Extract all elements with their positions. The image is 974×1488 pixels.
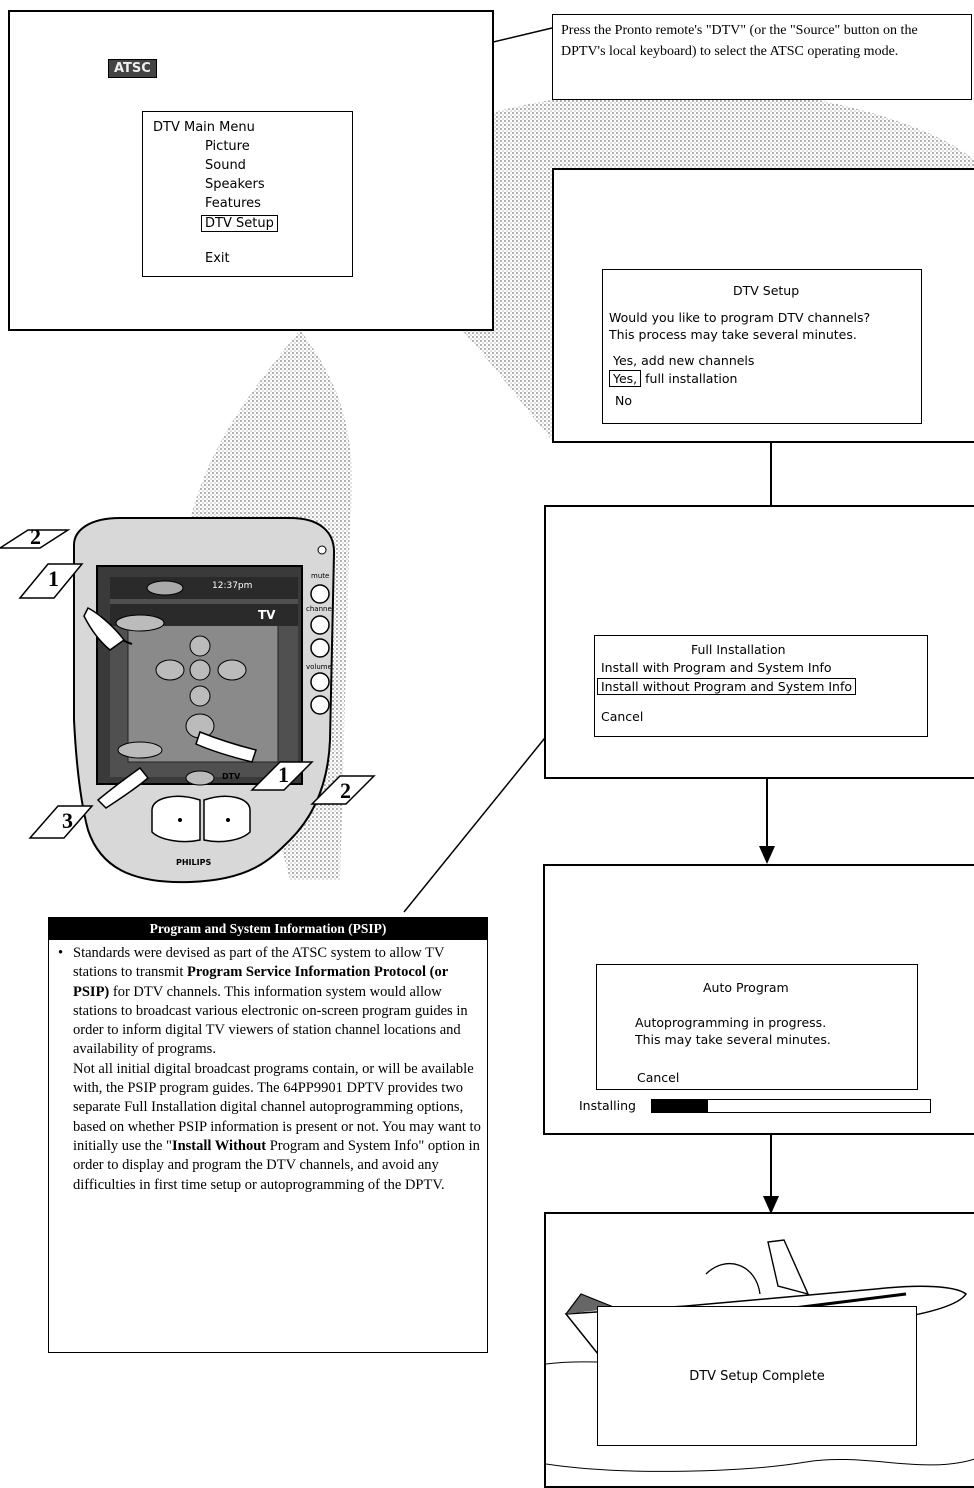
option-install-with-psip[interactable]: Install with Program and System Info [601,660,832,675]
progress-message-line2: This may take several minutes. [635,1032,831,1047]
installing-progress-bar [651,1099,931,1113]
menu-item-sound[interactable]: Sound [205,158,246,173]
remote-time: 12:37pm [212,581,253,591]
option-no[interactable]: No [615,393,632,408]
dtv-setup-dialog: DTV Setup Would you like to program DTV … [602,269,922,424]
remote-label-channel: channel [306,605,334,613]
remote-brand-logo: PHILIPS [176,858,212,867]
remote-mode: TV [258,608,276,622]
menu-item-picture[interactable]: Picture [205,139,250,154]
menu-item-speakers[interactable]: Speakers [205,177,265,192]
psip-body: • Standards were devised as part of the … [49,940,487,1195]
option-full-installation[interactable]: Yes, full installation [609,370,738,387]
step-marker: 2 [30,524,41,549]
step-marker: 3 [62,808,73,833]
dtv-main-menu: DTV Main Menu Picture Sound Speakers Fea… [142,111,353,277]
setup-complete-message: DTV Setup Complete [689,1368,825,1384]
menu-item-dtv-setup[interactable]: DTV Setup [201,215,278,232]
option-yes-highlight: Yes, [609,370,642,387]
pronto-remote: 12:37pm TV mute channel volume DTV PHILI… [0,500,380,900]
remote-label-volume: volume [306,663,332,671]
atsc-badge: ATSC [108,59,157,78]
step-marker: 2 [340,778,351,803]
step-marker: 1 [278,762,289,787]
psip-heading: Program and System Information (PSIP) [49,918,487,940]
arrowhead [759,846,775,864]
remote-body [0,517,376,884]
tv-screen-full-installation: Full Installation Install with Program a… [544,505,974,779]
full-installation-dialog: Full Installation Install with Program a… [594,635,928,737]
remote-dtv-button[interactable]: DTV [222,772,241,781]
tv-screen-dtv-setup: DTV Setup Would you like to program DTV … [552,168,974,443]
option-add-new-channels[interactable]: Yes, add new channels [613,353,755,368]
menu-item-exit[interactable]: Exit [205,251,230,266]
dialog-title: DTV Setup [733,283,800,298]
psip-info-box: Program and System Information (PSIP) • … [48,917,488,1353]
installing-label: Installing [579,1098,636,1113]
tv-screen-main-menu: ATSC DTV Main Menu Picture Sound Speaker… [8,10,494,331]
option-full-installation-label: full installation [645,371,738,386]
callout-text: Press the Pronto remote's "DTV" (or the … [561,23,918,59]
menu-item-features[interactable]: Features [205,196,261,211]
dialog-title: Auto Program [703,980,789,995]
setup-complete-dialog: DTV Setup Complete [597,1306,917,1446]
arrowhead [763,1196,779,1214]
cancel-option[interactable]: Cancel [601,709,644,724]
auto-program-dialog: Auto Program Autoprogramming in progress… [596,964,918,1090]
psip-paragraph-1: Standards were devised as part of the AT… [73,945,468,1058]
dialog-question-line1: Would you like to program DTV channels? [609,310,871,325]
progress-message-line1: Autoprogramming in progress. [635,1015,827,1030]
tv-screen-setup-complete: DTV Setup Complete [544,1212,974,1488]
menu-title: DTV Main Menu [153,120,255,135]
remote-label-mute: mute [311,572,330,580]
mode-instruction-callout: Press the Pronto remote's "DTV" (or the … [552,14,972,100]
psip-paragraph-2: Not all initial digital broadcast progra… [73,1060,481,1193]
option-install-without-psip[interactable]: Install without Program and System Info [597,678,857,695]
dialog-question-line2: This process may take several minutes. [609,327,857,342]
progress-fill [652,1100,708,1112]
bullet-icon: • [58,945,64,961]
cancel-option[interactable]: Cancel [637,1070,680,1085]
step-marker: 1 [48,566,59,591]
dialog-title: Full Installation [691,642,786,657]
tv-screen-auto-program: Auto Program Autoprogramming in progress… [543,864,974,1135]
